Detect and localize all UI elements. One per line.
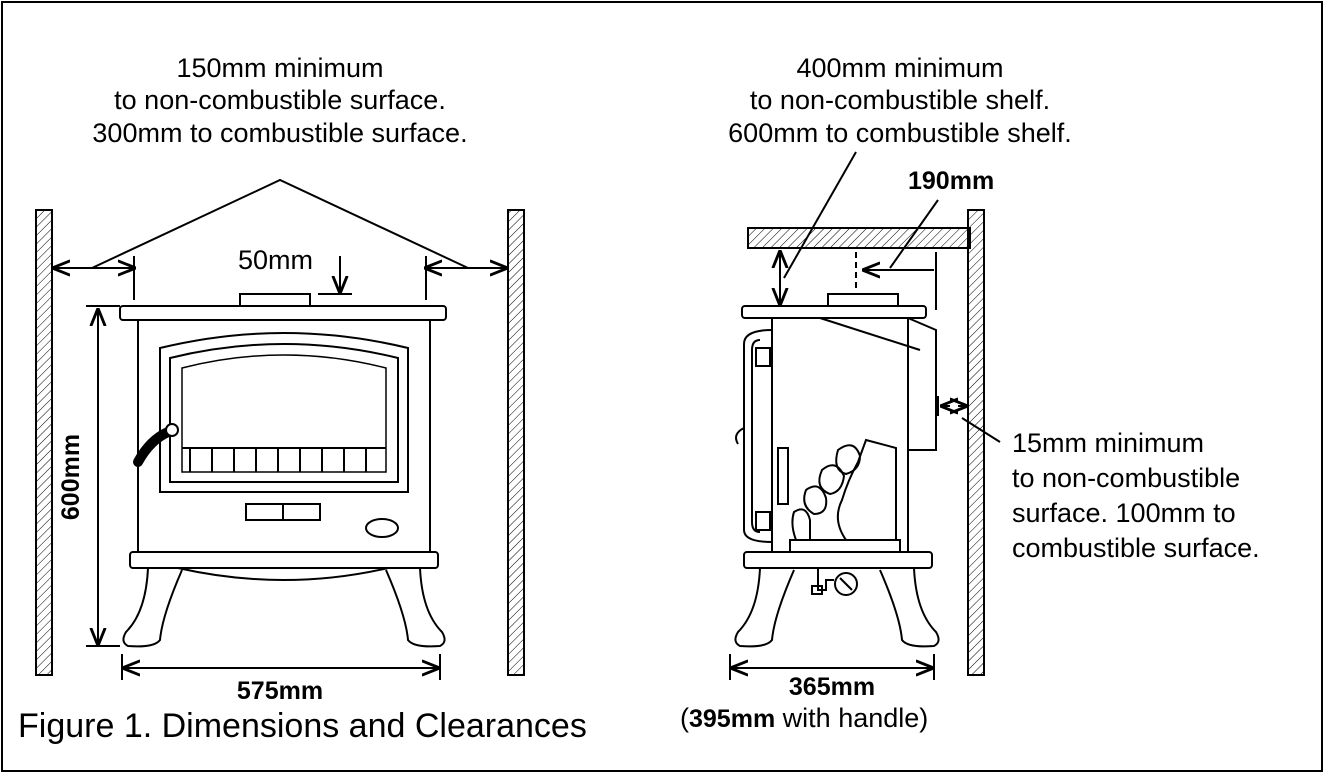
stove-side [734,293,940,648]
shelf [747,227,971,249]
depth-handle-prefix: ( [680,703,689,733]
right-wall-front [507,209,525,676]
front-clearance-line-3: 300mm to combustible surface. [92,117,468,148]
rear-clearance-label: 15mm minimum to non-combustible surface.… [1012,426,1260,566]
rear-clearance-arrow [937,396,1001,443]
stove-front [119,293,447,648]
left-wall [35,209,53,676]
front-clearance-line-1: 150mm minimum [176,53,384,83]
rear-clearance-line-2: to non-combustible [1012,463,1241,494]
shelf-clearance-arrow [780,151,857,304]
figure-caption: Figure 1. Dimensions and Clearances [18,707,587,745]
width-dimension [121,654,441,680]
front-clearance-line-2: to non-combustible surface. [114,85,446,116]
clearance-pointer [91,178,469,269]
height-dimension [86,305,120,647]
rear-wall [967,209,985,676]
front-clearance-label: 150mm minimum to non-combustible surface… [60,52,500,149]
depth-handle-value: 395mm [689,705,776,733]
flue-to-back-label: 190mm [908,167,995,195]
shelf-clearance-line-3: 600mm to combustible shelf. [728,117,1072,148]
depth-handle-label: (395mm with handle) [680,702,928,734]
rear-clearance-line-3: surface. 100mm to [1012,498,1236,529]
depth-label: 365mm [788,673,876,701]
flue-offset-label: 50mm [238,245,314,275]
rear-clearance-line-4: combustible surface. [1012,533,1260,564]
flue-to-back-arrow [855,199,939,310]
shelf-clearance-label: 400mm minimum to non-combustible shelf. … [680,52,1120,149]
shelf-clearance-line-1: 400mm minimum [796,53,1004,83]
rear-clearance-line-1: 15mm minimum [1012,428,1205,458]
flue-offset-arrow [318,256,352,295]
side-clearance-arrows [54,256,506,300]
shelf-clearance-line-2: to non-combustible shelf. [749,85,1051,116]
depth-dimension [729,654,935,680]
height-label: 600mm [57,433,85,521]
depth-handle-suffix: with handle) [775,703,929,733]
width-label: 575mm [236,677,324,705]
